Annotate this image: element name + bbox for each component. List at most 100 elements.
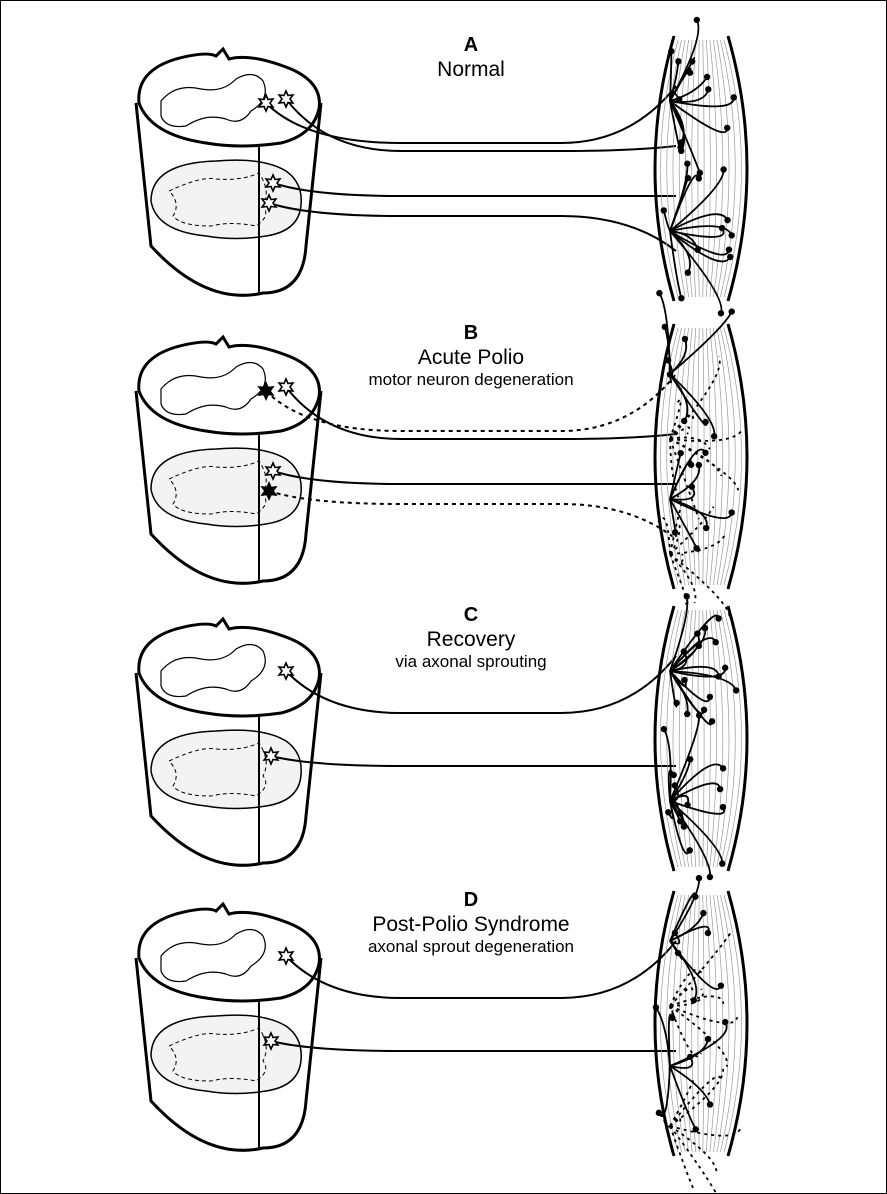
degenerated-terminal xyxy=(670,439,722,476)
end-plate xyxy=(705,1036,711,1042)
end-plate xyxy=(720,765,726,771)
panel-letter: C xyxy=(464,604,478,626)
muscle-bundle xyxy=(655,290,747,620)
panel-title: Post-Polio Syndrome xyxy=(372,913,569,936)
end-plate xyxy=(672,782,678,788)
end-plate xyxy=(672,930,678,936)
end-plate xyxy=(707,694,713,700)
end-plate xyxy=(685,175,691,181)
end-plate xyxy=(724,217,730,223)
muscle-bundle xyxy=(655,593,747,880)
end-plate xyxy=(705,930,711,936)
axon-terminal xyxy=(670,1039,708,1066)
spinal-cord-segment xyxy=(136,337,321,583)
end-plate xyxy=(733,687,739,693)
end-plate xyxy=(728,232,734,238)
end-plate xyxy=(675,58,681,64)
end-plate xyxy=(673,700,679,706)
end-plate xyxy=(688,462,694,468)
muscle-bundle xyxy=(653,875,747,1193)
end-plate xyxy=(702,450,708,456)
panel-letter: B xyxy=(464,322,478,344)
end-plate xyxy=(687,847,693,853)
end-plate xyxy=(689,483,695,489)
end-plate xyxy=(719,860,725,866)
end-plate xyxy=(729,509,735,515)
end-plate xyxy=(696,175,702,181)
spinal-cord-segment xyxy=(136,49,321,295)
end-plate xyxy=(703,525,709,531)
end-plate xyxy=(671,772,677,778)
panel-title: Normal xyxy=(437,58,505,81)
panel-letter: D xyxy=(464,889,478,911)
end-plate xyxy=(717,786,723,792)
end-plate xyxy=(681,677,687,683)
motor-axon xyxy=(269,203,676,251)
end-plate xyxy=(707,1101,713,1107)
panel-subtitle: axonal sprout degeneration xyxy=(368,937,574,956)
end-plate xyxy=(718,982,724,988)
end-plate xyxy=(713,639,719,645)
end-plate xyxy=(682,336,688,342)
end-plate xyxy=(705,86,711,92)
end-plate xyxy=(709,718,715,724)
end-plate xyxy=(722,1019,728,1025)
end-plate xyxy=(726,246,732,252)
end-plate xyxy=(707,874,713,880)
end-plate xyxy=(694,630,700,636)
end-plate xyxy=(684,160,690,166)
muscle-bundle xyxy=(655,17,747,317)
end-plate xyxy=(702,625,708,631)
end-plate xyxy=(678,295,684,301)
end-plate xyxy=(665,809,671,815)
end-plate xyxy=(665,357,671,363)
degenerated-terminal xyxy=(670,430,742,441)
end-plate xyxy=(702,419,708,425)
end-plate xyxy=(661,726,667,732)
end-plate xyxy=(661,207,667,213)
end-plate xyxy=(677,144,683,150)
end-plate xyxy=(681,648,687,654)
spinal-cord-segment xyxy=(136,904,321,1150)
end-plate xyxy=(687,1054,693,1060)
motor-axon xyxy=(271,756,676,766)
end-plate xyxy=(687,756,693,762)
end-plate xyxy=(668,48,674,54)
end-plate xyxy=(731,94,737,100)
end-plate xyxy=(696,875,702,881)
end-plate xyxy=(685,269,691,275)
end-plate xyxy=(669,1015,675,1021)
degenerated-axon xyxy=(269,491,676,539)
end-plate xyxy=(689,58,695,64)
end-plate xyxy=(719,225,725,231)
end-plate xyxy=(724,125,730,131)
motor-axon xyxy=(273,183,676,196)
end-plate xyxy=(701,707,707,713)
spinal-cord-segment xyxy=(136,619,321,865)
panel-title: Acute Polio xyxy=(418,346,524,369)
end-plate xyxy=(677,450,683,456)
end-plate xyxy=(700,910,706,916)
panel-title: Recovery xyxy=(427,628,516,651)
end-plate xyxy=(718,310,724,316)
end-plate xyxy=(684,593,690,599)
end-plate xyxy=(687,70,693,76)
end-plate xyxy=(662,324,668,330)
end-plate xyxy=(656,290,662,296)
end-plate xyxy=(715,615,721,621)
end-plate xyxy=(696,712,702,718)
panel-subtitle: motor neuron degeneration xyxy=(368,370,573,389)
panel-subtitle: via axonal sprouting xyxy=(395,652,546,671)
end-plate xyxy=(696,462,702,468)
end-plate xyxy=(729,308,735,314)
degenerated-terminal xyxy=(670,1126,693,1189)
end-plate xyxy=(694,17,700,23)
end-plate xyxy=(722,665,728,671)
end-plate xyxy=(684,711,690,717)
end-plate xyxy=(727,254,733,260)
